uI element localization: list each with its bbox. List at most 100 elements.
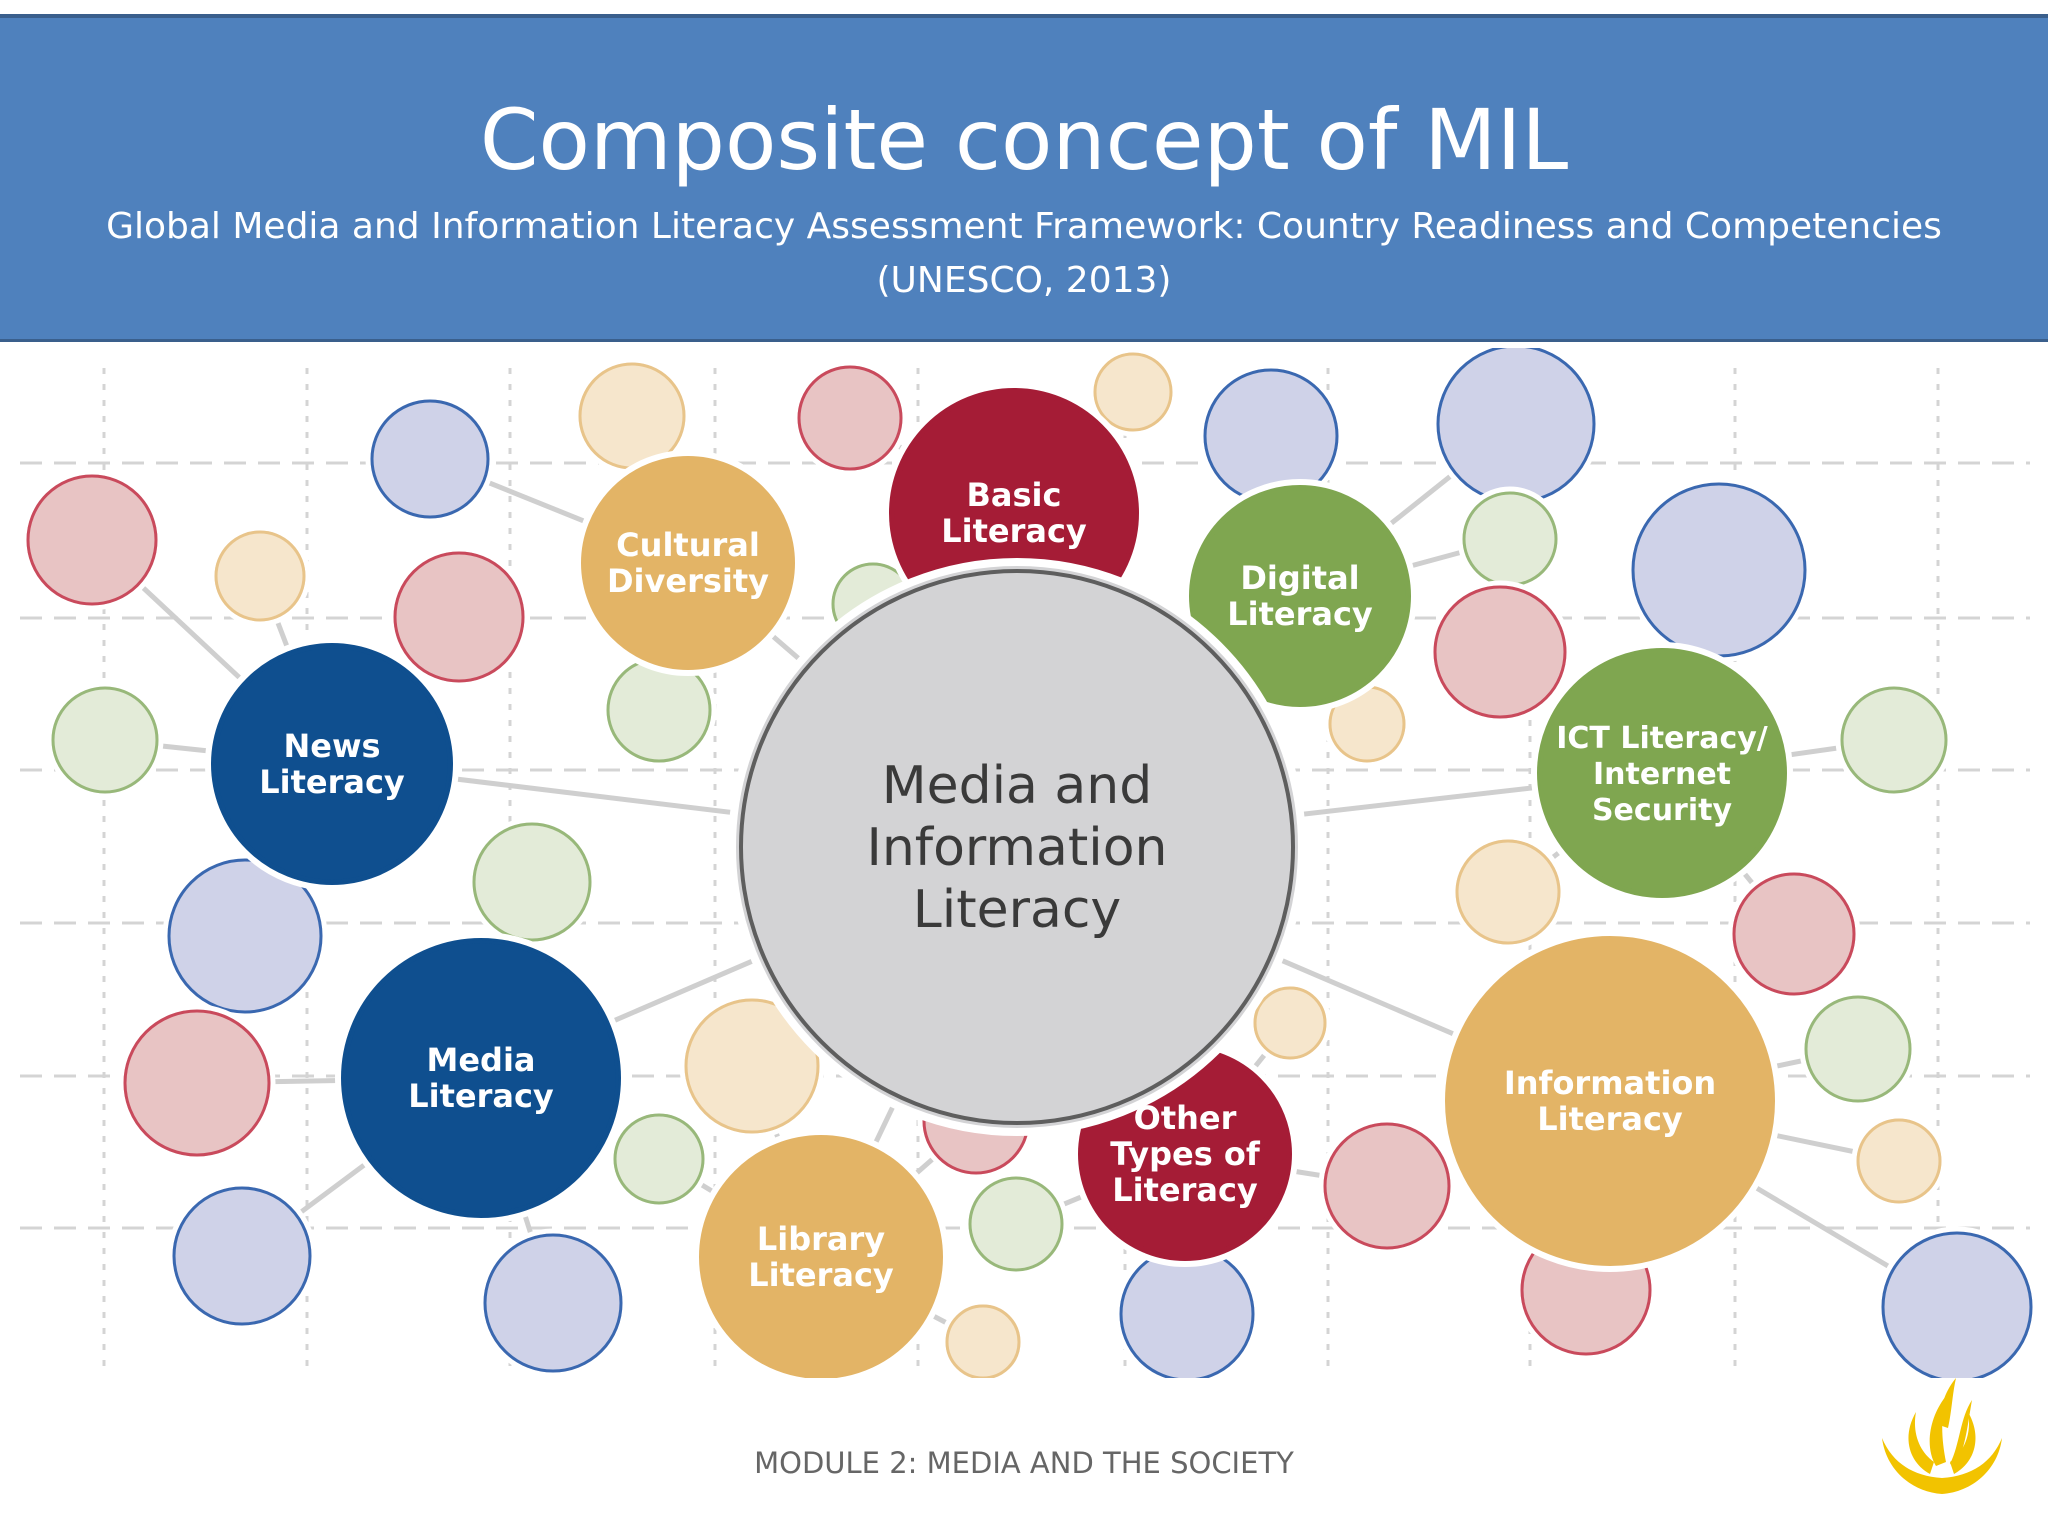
node-ring (583, 458, 793, 668)
satellite-bubble-ring (945, 1304, 1021, 1378)
satellite-bubble (1428, 580, 1572, 724)
center-ring (739, 569, 1295, 1125)
satellite-bubble (46, 681, 164, 799)
center-label: Information (866, 818, 1167, 878)
satellite-bubble (940, 1299, 1026, 1378)
satellite-bubble-ring (167, 858, 323, 1014)
node-circle (693, 1129, 949, 1378)
satellite-bubble (1318, 1117, 1456, 1255)
satellite-bubble-ring (370, 399, 490, 519)
node-ring (1191, 487, 1409, 705)
node-label: Cultural (616, 526, 760, 564)
node-label: Security (1592, 793, 1733, 828)
footer-module-label: MODULE 2: MEDIA AND THE SOCIETY (754, 1446, 1294, 1480)
node-ring (343, 940, 619, 1216)
satellite-bubble-ring (1253, 986, 1327, 1060)
subtitle-line-2: (UNESCO, 2013) (876, 260, 1172, 301)
node-ring (1447, 938, 1773, 1264)
satellite-bubble-ring (1732, 872, 1856, 996)
node-label: Library (757, 1220, 885, 1258)
satellite-bubbles (21, 348, 2038, 1378)
node-label: News (283, 727, 380, 765)
node-label: Internet (1593, 757, 1731, 792)
satellite-bubble-ring (472, 822, 592, 942)
node-label: Literacy (1112, 1171, 1258, 1209)
subtitle-line-1: Global Media and Information Literacy As… (106, 206, 1942, 247)
satellite-bubble (365, 394, 495, 524)
slide-subtitle: Global Media and Information Literacy As… (0, 200, 2048, 308)
node-ring (213, 645, 451, 883)
flame-logo-icon (1882, 1378, 2002, 1494)
node-circle (1183, 479, 1417, 713)
center-label: Literacy (913, 880, 1121, 940)
node-label: Information (1504, 1064, 1716, 1102)
satellite-bubble (1457, 486, 1563, 592)
satellite-bubble-ring (1856, 1118, 1942, 1204)
satellite-bubble-ring (1455, 839, 1561, 945)
node-label: Diversity (607, 562, 769, 600)
satellite-bubble (388, 546, 530, 688)
satellite-bubble-ring (1323, 1122, 1451, 1250)
satellite-bubble (1835, 681, 1953, 799)
satellite-bubble-ring (684, 998, 820, 1134)
satellite-bubble-ring (26, 474, 158, 606)
satellite-bubble-ring (483, 1233, 623, 1373)
node-label: Types of (1110, 1135, 1261, 1173)
node-ring (701, 1137, 941, 1377)
satellite-bubble (478, 1228, 628, 1378)
satellite-bubble-ring (123, 1009, 271, 1157)
satellite-bubble-ring (968, 1176, 1064, 1272)
node-label: Literacy (748, 1256, 894, 1294)
satellite-bubble (1626, 477, 1812, 663)
satellite-bubble (1851, 1113, 1947, 1209)
satellite-bubble (1876, 1226, 2038, 1378)
center-circle (728, 558, 1306, 1136)
satellite-bubble (167, 1181, 317, 1331)
slide-title: Composite concept of MIL (479, 91, 1569, 189)
node-label: Digital (1240, 559, 1359, 597)
satellite-bubble (1248, 981, 1332, 1065)
node-circle (335, 932, 627, 1224)
satellite-bubble-ring (1840, 686, 1948, 794)
satellite-bubble (679, 993, 825, 1139)
satellite-bubble (1799, 990, 1917, 1108)
satellite-bubble-ring (1433, 585, 1567, 719)
satellite-bubble (118, 1004, 276, 1162)
satellite-bubble (1450, 834, 1566, 950)
center-label: Media and (882, 756, 1153, 816)
satellite-bubble-ring (1804, 995, 1912, 1103)
node-label: Literacy (259, 763, 405, 801)
satellite-bubble (963, 1171, 1069, 1277)
node-label: Media (426, 1041, 535, 1079)
node-label: Literacy (1227, 595, 1373, 633)
node-label: ICT Literacy/ (1556, 721, 1768, 756)
satellite-bubble (608, 1108, 710, 1210)
node-circle (1439, 930, 1781, 1272)
node-ring (1539, 650, 1785, 896)
node-circle (575, 450, 801, 676)
node-label: Literacy (408, 1077, 554, 1115)
satellite-bubble (1088, 348, 1178, 437)
satellite-bubble-ring (172, 1186, 312, 1326)
node-circle (1531, 642, 1793, 904)
satellite-bubble-ring (393, 551, 525, 683)
satellite-bubble (21, 469, 163, 611)
satellite-bubble-ring (51, 686, 159, 794)
satellite-bubble-ring (613, 1113, 705, 1205)
node-label: Literacy (941, 512, 1087, 550)
node-label: Basic (967, 476, 1062, 514)
title-banner: Composite concept of MIL Global Media an… (0, 14, 2048, 342)
satellite-bubble (1727, 867, 1861, 1001)
satellite-bubble (792, 360, 908, 476)
node-label: Literacy (1537, 1100, 1683, 1138)
